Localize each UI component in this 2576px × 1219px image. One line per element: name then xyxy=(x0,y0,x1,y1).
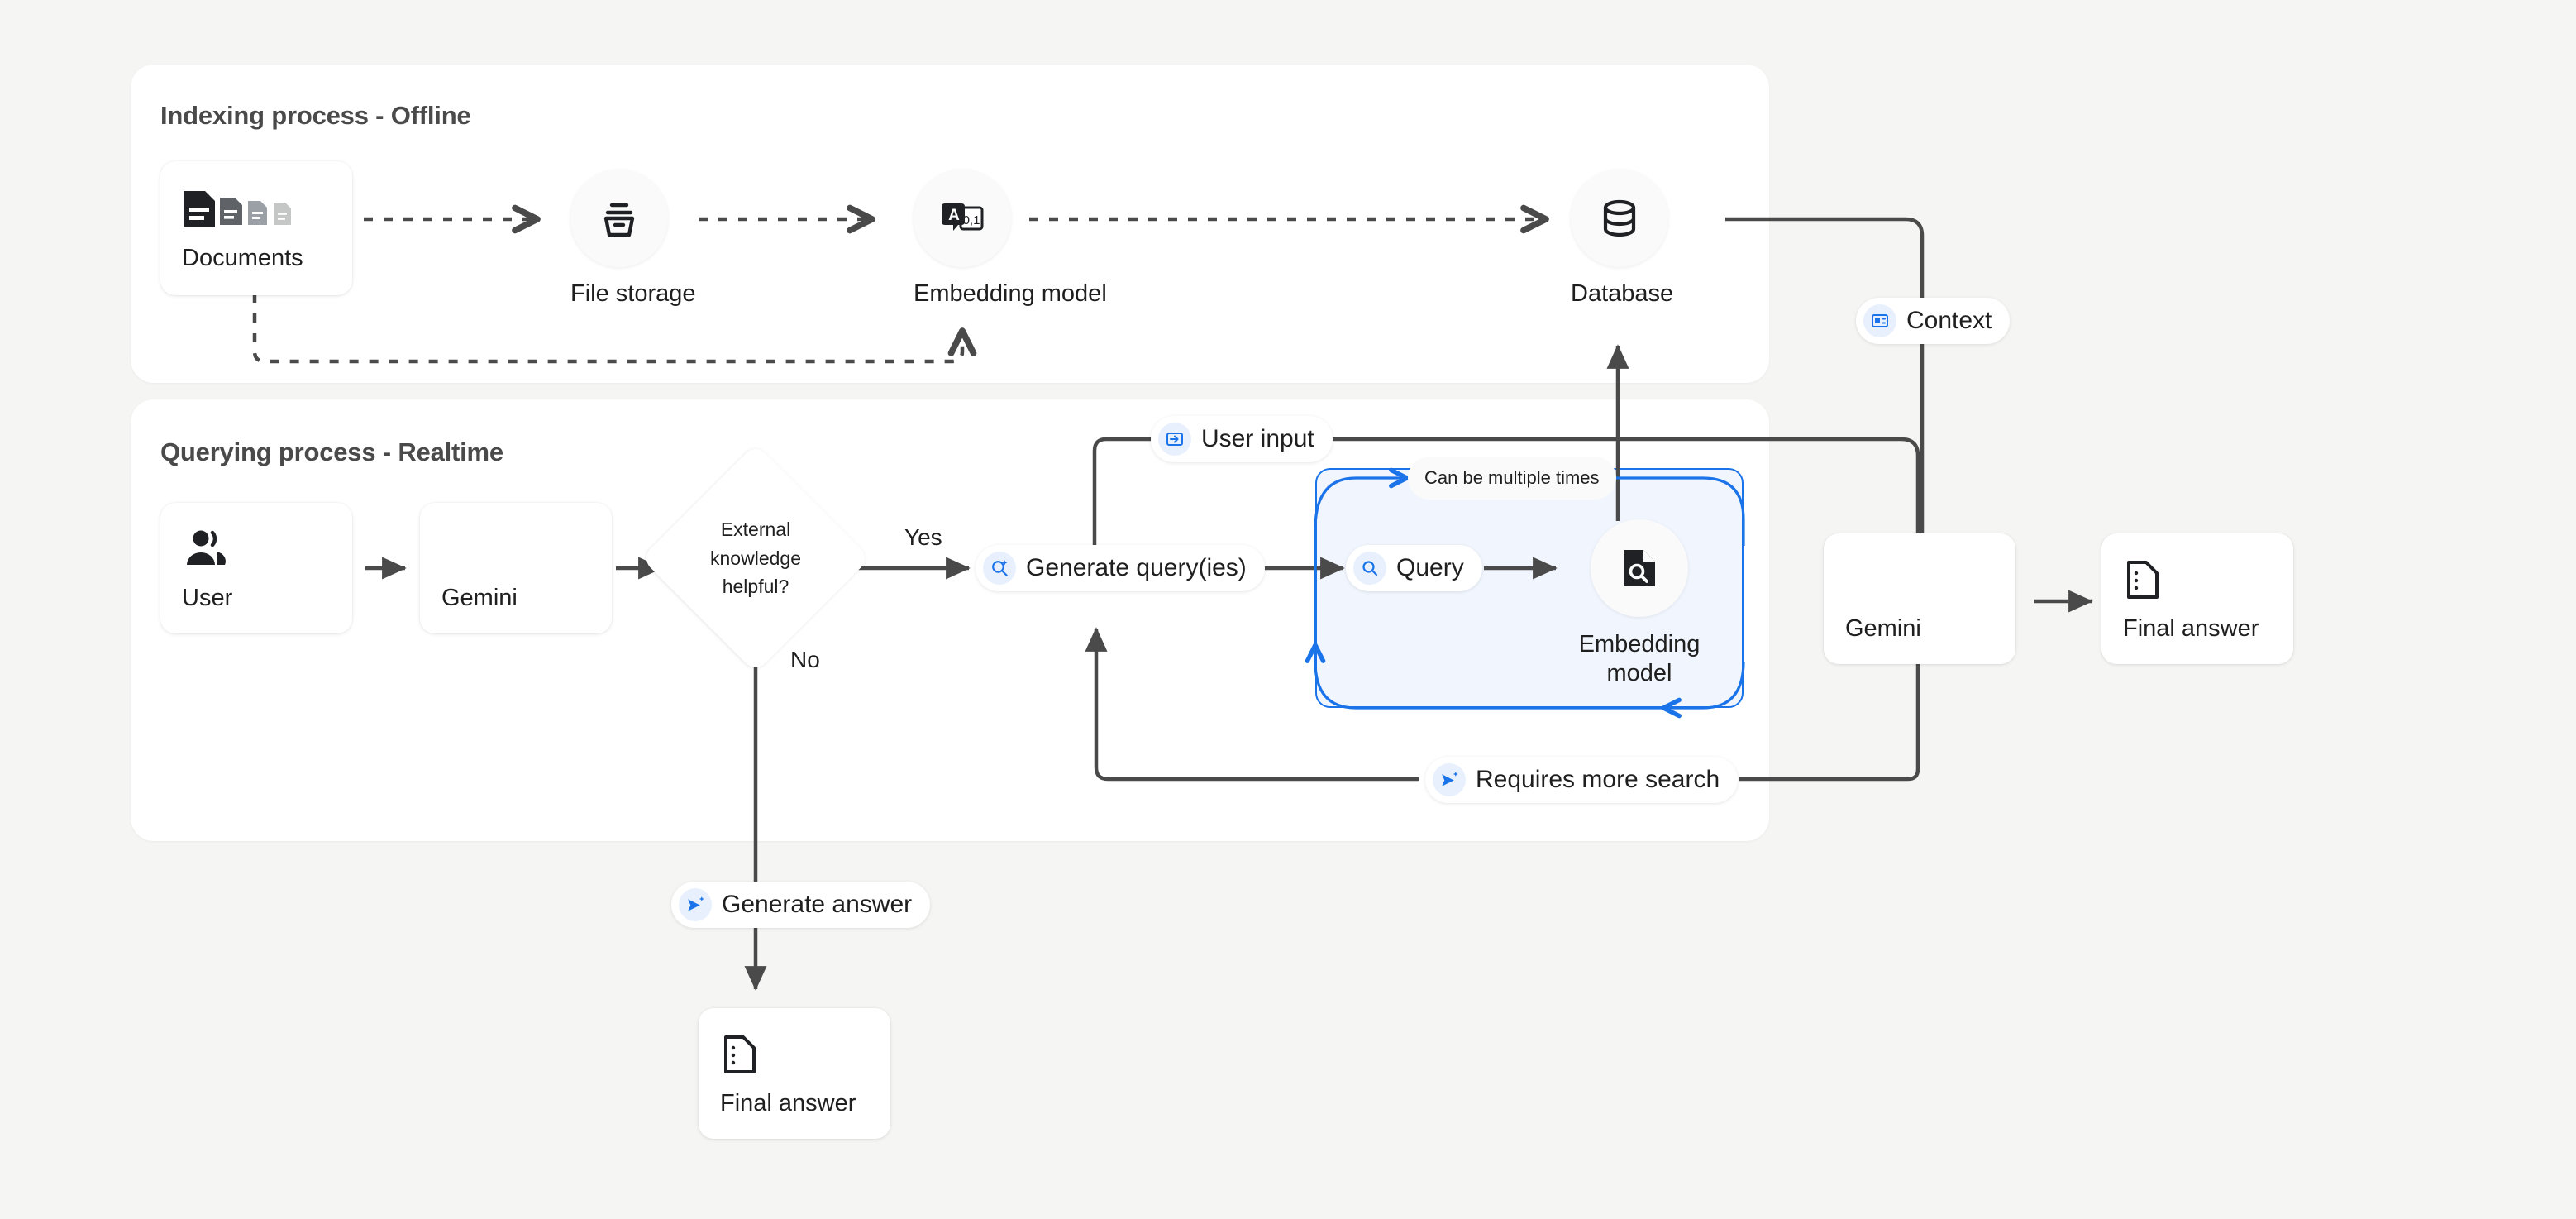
node-gemini-right[interactable]: Gemini xyxy=(1824,533,2015,664)
node-decision-external-knowledge[interactable]: External knowledge helpful? xyxy=(641,443,871,673)
search-sparkle-icon xyxy=(983,552,1016,585)
node-final-answer-bottom[interactable]: Final answer xyxy=(699,1008,890,1139)
node-final-answer-bottom-label: Final answer xyxy=(720,1089,856,1116)
database-icon xyxy=(1571,170,1668,267)
node-file-storage[interactable]: File storage xyxy=(570,170,696,308)
pill-user-input-label: User input xyxy=(1201,425,1314,452)
pill-generate-queries-label: Generate query(ies) xyxy=(1026,554,1247,581)
node-embedding-model-indexing[interactable]: 0,1 A Embedding model xyxy=(914,170,1107,308)
node-file-storage-label: File storage xyxy=(570,280,696,307)
answer-doc-icon xyxy=(2123,556,2293,604)
pill-query[interactable]: Query xyxy=(1346,545,1482,591)
node-documents-label: Documents xyxy=(182,244,303,271)
answer-doc-icon xyxy=(720,1030,890,1078)
input-icon xyxy=(1158,423,1191,456)
context-panel-icon xyxy=(1863,304,1896,337)
pill-requires-more-search-label: Requires more search xyxy=(1476,766,1720,793)
decision-line-3: helpful? xyxy=(722,576,789,598)
decision-text: External knowledge helpful? xyxy=(675,477,837,639)
svg-text:0,1: 0,1 xyxy=(963,213,980,227)
document-search-icon xyxy=(1591,519,1688,617)
node-embedding-model-loop[interactable]: Embedding model xyxy=(1569,519,1710,689)
node-documents[interactable]: Documents xyxy=(160,161,352,295)
gemini-sparkle-icon xyxy=(441,525,612,573)
documents-icon xyxy=(182,185,352,233)
node-database[interactable]: Database xyxy=(1571,170,1673,308)
decision-line-2: knowledge xyxy=(710,547,801,569)
user-icon xyxy=(182,525,352,573)
send-sparkle-icon xyxy=(1433,763,1466,796)
branch-label-yes: Yes xyxy=(904,524,942,550)
pill-generate-queries[interactable]: Generate query(ies) xyxy=(976,545,1265,591)
svg-text:A: A xyxy=(948,207,960,224)
node-user[interactable]: User xyxy=(160,503,352,633)
node-database-label: Database xyxy=(1571,280,1674,307)
text-to-vector-icon: 0,1 A xyxy=(914,170,1011,267)
panel-indexing-title: Indexing process - Offline xyxy=(160,101,471,130)
gemini-sparkle-icon xyxy=(1845,556,2015,604)
send-sparkle-icon xyxy=(679,888,712,921)
panel-querying-title: Querying process - Realtime xyxy=(160,437,503,466)
archive-box-icon xyxy=(570,170,668,267)
search-icon xyxy=(1353,552,1386,585)
pill-context[interactable]: Context xyxy=(1856,298,2011,344)
pill-query-label: Query xyxy=(1396,554,1464,581)
node-final-answer-right-label: Final answer xyxy=(2123,614,2259,642)
decision-line-1: External xyxy=(720,519,791,541)
node-gemini-left-label: Gemini xyxy=(441,584,518,611)
node-embedding-model-loop-label: Embedding model xyxy=(1578,631,1701,687)
pill-context-label: Context xyxy=(1906,307,1992,334)
node-gemini-left[interactable]: Gemini xyxy=(420,503,612,633)
note-can-be-multiple-times: Can be multiple times xyxy=(1408,457,1616,500)
branch-label-no: No xyxy=(790,647,820,672)
pill-generate-answer[interactable]: Generate answer xyxy=(671,882,931,928)
node-embedding-model-indexing-label: Embedding model xyxy=(914,280,1107,307)
node-gemini-right-label: Gemini xyxy=(1845,614,1921,642)
pill-requires-more-search[interactable]: Requires more search xyxy=(1425,757,1739,803)
node-user-label: User xyxy=(182,584,233,611)
pill-generate-answer-label: Generate answer xyxy=(722,891,913,918)
pill-user-input[interactable]: User input xyxy=(1151,416,1333,462)
node-final-answer-right[interactable]: Final answer xyxy=(2101,533,2293,664)
